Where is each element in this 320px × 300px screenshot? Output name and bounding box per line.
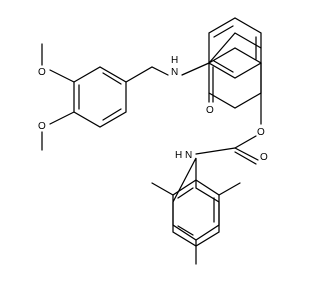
- amide-n-label: N: [171, 67, 178, 78]
- bonds: [41, 17, 262, 265]
- ether-to-ch2: [234, 135, 257, 149]
- left-ring: [73, 66, 127, 128]
- left-ring-inner-double-bonds: [78, 72, 122, 121]
- acetamide-c-n-bond: [195, 147, 236, 155]
- acetamide-carbonyl: [234, 147, 259, 165]
- methoxy-o-lower-label: O: [38, 121, 46, 132]
- amide-nh-label: H: [171, 55, 178, 66]
- ether-o-label: O: [257, 127, 265, 138]
- ethyl-linker: [125, 66, 169, 83]
- chemical-structure-diagram: N H O O O O O H N: [36, 17, 271, 265]
- lower-methoxy-bonds: [41, 111, 75, 151]
- center-ring-top: [208, 32, 262, 64]
- anilide-n-label: N: [185, 150, 192, 161]
- center-ring-outline: [208, 17, 262, 79]
- center-ring-inner-double-bonds: [213, 25, 257, 73]
- amide-n-c-bond: [181, 62, 210, 76]
- mesityl-inner-double-bonds: [177, 187, 215, 236]
- upper-methoxy-bonds: [41, 43, 75, 83]
- atom-labels: N H O O O O O H N: [36, 55, 271, 163]
- mesityl-ring: [172, 157, 220, 247]
- amide-o-label: O: [206, 105, 214, 116]
- mesityl-methyl-right: [218, 182, 241, 196]
- methoxy-o-upper-label: O: [38, 67, 46, 78]
- anilide-o-label: O: [260, 152, 268, 163]
- anilide-nh-label: H: [175, 150, 182, 161]
- mesityl-methyl-left: [151, 182, 174, 196]
- amide-carbonyl: [208, 62, 214, 103]
